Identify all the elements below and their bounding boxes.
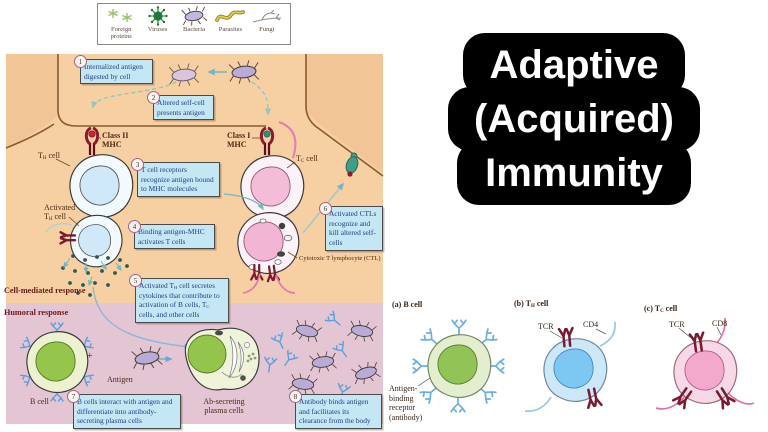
dashed-arrow-to-class2 xyxy=(91,81,177,109)
step-box-8: Antibody binds antigen and facilitates i… xyxy=(295,394,382,429)
altered-self-cell-membrane xyxy=(278,121,297,159)
fungi-icon xyxy=(252,9,281,23)
step-number-2: 2 xyxy=(147,91,160,104)
ctl-label: Cytotoxic T lymphocyte (CTL) xyxy=(299,255,381,262)
legend-item-viruses: Viruses xyxy=(139,6,175,42)
class2-mhc-icon xyxy=(84,126,100,155)
title-line-3: Immunity xyxy=(457,141,691,205)
panel-tc-cell xyxy=(655,317,755,410)
step-number-8: 8 xyxy=(289,390,302,403)
viruses-icon xyxy=(147,6,168,26)
parasites-icon xyxy=(215,10,246,22)
step-number-4: 4 xyxy=(128,220,141,233)
pathogen-legend: Foreign proteins Viruses xyxy=(97,3,291,45)
plasma-cell-shape xyxy=(184,327,260,391)
legend-label: Bacteria xyxy=(183,26,205,33)
step-box-4: Binding antigen-MHC activates T cells xyxy=(134,224,215,250)
foreign-proteins-icon xyxy=(108,9,132,22)
panel-b-cd4-label: CD4 xyxy=(583,320,599,329)
altered-self-cell-icon xyxy=(345,152,359,177)
tc-cell-shape xyxy=(240,155,305,220)
step-number-5: 5 xyxy=(129,274,142,287)
ctl-cell-shape xyxy=(237,212,300,294)
cytokine-arrows xyxy=(63,257,122,287)
step-number-1: 1 xyxy=(74,55,87,68)
legend-label: Parasites xyxy=(218,26,243,33)
panel-c-cd8-label: CD8 xyxy=(712,319,728,328)
legend-item-bacteria: Bacteria xyxy=(176,6,212,42)
step-box-5: Activated TH cell secretes cytokines tha… xyxy=(135,278,229,323)
dashed-arrow-to-class1 xyxy=(251,81,272,116)
legend-item-parasites: Parasites xyxy=(212,6,248,42)
panel-c-tcr-label: TCR xyxy=(669,320,685,329)
step-box-6: Activated CTLs recognize and kill altere… xyxy=(325,206,383,251)
legend-label: Fungi xyxy=(259,26,275,33)
panel-b-cell xyxy=(412,319,505,413)
class1-mhc-icon xyxy=(259,126,275,155)
panel-c-caption: (c) TC cell xyxy=(644,304,678,314)
step-box-1: Internalized antigen digested by cell xyxy=(80,59,153,85)
step-box-2: Altered self-cell presents antigen xyxy=(153,95,214,121)
antigen-label: Antigen xyxy=(107,375,133,384)
humoral-response-label: Humoral response xyxy=(4,308,69,317)
step-box-7: B cells interact with antigen and differ… xyxy=(73,394,181,429)
panel-th-cell xyxy=(524,321,616,412)
cell-membranes xyxy=(5,54,384,177)
title-block: Adaptive (Acquired) Immunity xyxy=(448,33,700,205)
legend-label: Viruses xyxy=(147,26,168,33)
legend-item-fungi: Fungi xyxy=(249,6,285,42)
title-line-1: Adaptive xyxy=(463,33,685,97)
cell-mediated-response-label: Cell-mediated response xyxy=(4,286,86,295)
th-cell-label: TH cell xyxy=(38,151,61,161)
legend-item-foreign-proteins: Foreign proteins xyxy=(103,6,139,42)
leader-lines xyxy=(55,134,298,259)
step-box-3: T cell receptors recognize antigen bound… xyxy=(137,162,220,197)
bacteria-icon xyxy=(181,6,208,26)
panel-b-tcr-label: TCR xyxy=(538,322,554,331)
tc-cell-label: TC cell xyxy=(296,154,318,164)
legend-label: Foreign proteins xyxy=(110,26,132,41)
plus-sign: + xyxy=(87,351,93,362)
b-cell-label: B cell xyxy=(30,397,49,406)
step-number-3: 3 xyxy=(131,158,144,171)
panel-a-caption: (a) B cell xyxy=(392,300,423,309)
step-number-6: 6 xyxy=(319,202,332,215)
panel-a-receptor-label: Antigen-binding receptor (antibody) xyxy=(389,384,423,422)
title-line-2: (Acquired) xyxy=(448,87,700,151)
activated-th-cell-shape xyxy=(45,214,123,268)
panel-b-caption: (b) TH cell xyxy=(514,299,549,309)
th-cell-shape xyxy=(69,154,134,219)
arrow-cytokines-to-bcell xyxy=(92,286,192,350)
step-number-7: 7 xyxy=(67,390,80,403)
arrow-cytokine-to-ctl xyxy=(223,193,264,211)
